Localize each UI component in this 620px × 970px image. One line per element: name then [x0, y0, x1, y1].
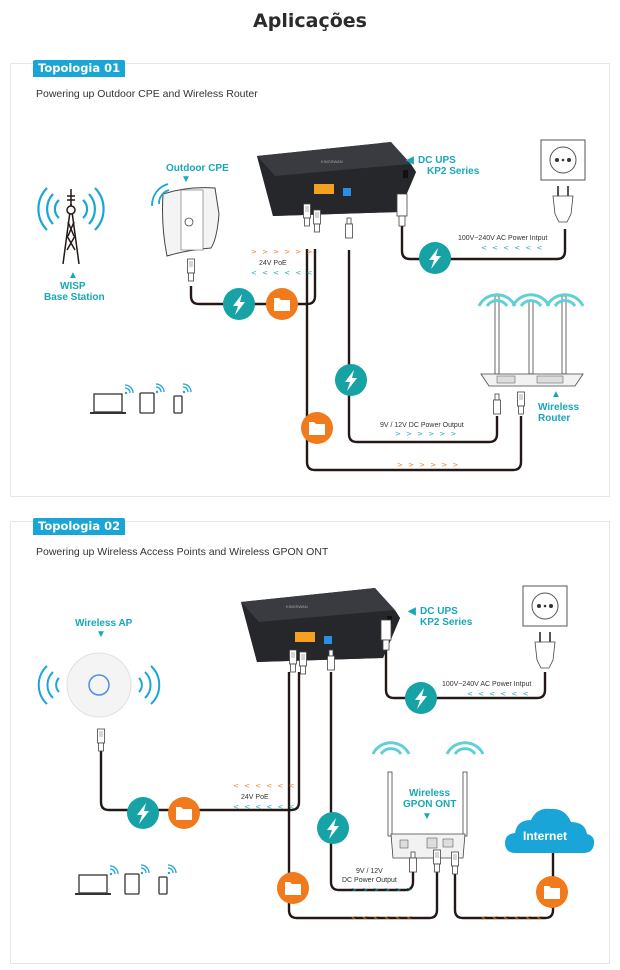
laptop-icon: [90, 393, 126, 414]
data-cable-router: [305, 249, 523, 472]
tablet-icon: [139, 392, 155, 414]
ups-label-line1: DC UPS: [418, 155, 456, 166]
ups-device-icon: KINGSWAN: [257, 142, 416, 216]
power-plug-icon: [552, 186, 574, 223]
ac-input-label: 100V~240V AC Power Intput: [442, 681, 531, 688]
ont-label-line1: Wireless: [409, 788, 450, 799]
wifi-icon: [477, 293, 585, 307]
svg-text:KINGSWAN: KINGSWAN: [286, 604, 308, 609]
ac-power-cable: [384, 648, 547, 700]
data-folder-icon: [301, 412, 333, 444]
ac-input-label: 100V~240V AC Power Intput: [458, 235, 547, 242]
dc-output-label-line1: 9V / 12V: [356, 868, 383, 875]
svg-text:KINGSWAN: KINGSWAN: [321, 159, 343, 164]
tablet-icon: [124, 873, 140, 895]
data-folder-icon: [168, 797, 200, 829]
poe-label: 24V PoE: [259, 260, 287, 267]
topology-subtitle: Powering up Outdoor CPE and Wireless Rou…: [36, 88, 258, 100]
phone-icon: [173, 395, 183, 414]
router-label-line1: Wireless: [538, 402, 579, 413]
dc-flow-arrows: > > > > > >: [395, 430, 458, 438]
dc-output-label-line2: DC Power Output: [342, 877, 397, 884]
svg-text:▼: ▼: [96, 629, 106, 640]
power-bolt-icon: [405, 682, 437, 714]
topology-subtitle: Powering up Wireless Access Points and W…: [36, 546, 329, 558]
svg-text:◀: ◀: [405, 155, 414, 166]
data-folder-icon: [277, 872, 309, 904]
ups-label-line1: DC UPS: [420, 606, 458, 617]
poe-flow-arrows-out: < < < < < <: [233, 803, 296, 811]
wisp-label-line2: Base Station: [44, 292, 105, 303]
ac-connector-icon: [396, 193, 408, 227]
dc-flow-arrows: > > > > > >: [351, 886, 414, 894]
topology-02-diagram: KINGSWAN ◀ DC UPS KP2 Series 100V~240V A…: [37, 585, 595, 922]
cpe-label: Outdoor CPE: [166, 163, 229, 174]
power-bolt-icon: [223, 288, 255, 320]
ups-device-icon: KINGSWAN: [241, 588, 400, 662]
ac-connector-icon: [380, 619, 392, 651]
poe-label: 24V PoE: [241, 794, 269, 801]
phone-icon: [158, 876, 168, 895]
ac-flow-arrows: < < < < < <: [481, 244, 544, 252]
wifi-icon: [371, 741, 485, 755]
page-title: Aplicações: [253, 10, 367, 32]
wifi-icon: [182, 383, 192, 394]
wifi-icon: [109, 865, 119, 876]
wall-socket-icon: [540, 139, 586, 181]
wireless-router-icon: [480, 295, 584, 387]
topology-02-panel: Topologia 02 Powering up Wireless Access…: [10, 518, 610, 964]
ac-flow-arrows: < < < < < <: [467, 690, 530, 698]
data-flow-arrows-internet: < < < < < <: [481, 914, 544, 922]
topology-badge: Topologia 02: [33, 518, 126, 535]
dc-output-label: 9V / 12V DC Power Output: [380, 422, 464, 429]
data-flow-arrows: > > > > > >: [397, 461, 460, 469]
ups-label-line2: KP2 Series: [420, 617, 473, 628]
wifi-icon: [140, 864, 150, 875]
cell-tower-icon: [62, 189, 80, 265]
topology-01-panel: Topologia 01 Powering up Outdoor CPE and…: [10, 60, 610, 497]
wifi-icon: [167, 864, 177, 875]
wifi-icon: [155, 383, 165, 394]
gpon-ont-icon: [387, 771, 468, 859]
wifi-icon: [37, 187, 105, 231]
ups-label-line2: KP2 Series: [427, 166, 480, 177]
topology-badge: Topologia 01: [33, 60, 126, 77]
router-label-line2: Router: [538, 413, 570, 424]
power-bolt-icon: [317, 812, 349, 844]
wisp-label-line1: WISP: [60, 281, 86, 292]
internet-cable: [453, 852, 555, 920]
svg-text:▼: ▼: [181, 174, 191, 185]
poe-flow-arrows-in: < < < < < <: [251, 269, 314, 277]
power-plug-icon: [534, 632, 556, 669]
ap-label: Wireless AP: [75, 618, 133, 629]
access-point-icon: [66, 652, 132, 718]
cloud-icon: [505, 808, 595, 853]
data-folder-icon: [536, 876, 568, 908]
internet-label: Internet: [523, 829, 567, 843]
poe-flow-arrows-in: < < < < < <: [233, 782, 296, 790]
wifi-icon: [37, 665, 161, 705]
power-bolt-icon: [419, 242, 451, 274]
data-flow-arrows-ont: < < < < < <: [351, 914, 414, 922]
dc-power-cable: [329, 672, 415, 892]
svg-text:▲: ▲: [68, 270, 78, 281]
dc-power-cable: [347, 250, 499, 444]
power-bolt-icon: [127, 797, 159, 829]
poe-cable-ap: [99, 672, 301, 812]
topology-01-diagram: KINGSWAN DC UPS ◀ KP2 Series 100V~240V A…: [37, 139, 586, 472]
wifi-icon: [124, 384, 134, 395]
wall-socket-icon: [522, 585, 568, 627]
power-bolt-icon: [335, 364, 367, 396]
svg-text:◀: ◀: [407, 606, 416, 617]
outdoor-cpe-icon: [162, 187, 220, 257]
laptop-icon: [75, 874, 111, 895]
svg-text:▲: ▲: [551, 389, 561, 400]
ont-label-line2: GPON ONT: [403, 799, 456, 810]
ac-power-cable: [400, 224, 567, 261]
data-cable-ont: [287, 672, 439, 920]
poe-flow-arrows-out: > > > > > >: [251, 248, 314, 256]
wifi-icon: [151, 183, 170, 207]
svg-text:▼: ▼: [422, 811, 432, 822]
data-folder-icon: [266, 288, 298, 320]
